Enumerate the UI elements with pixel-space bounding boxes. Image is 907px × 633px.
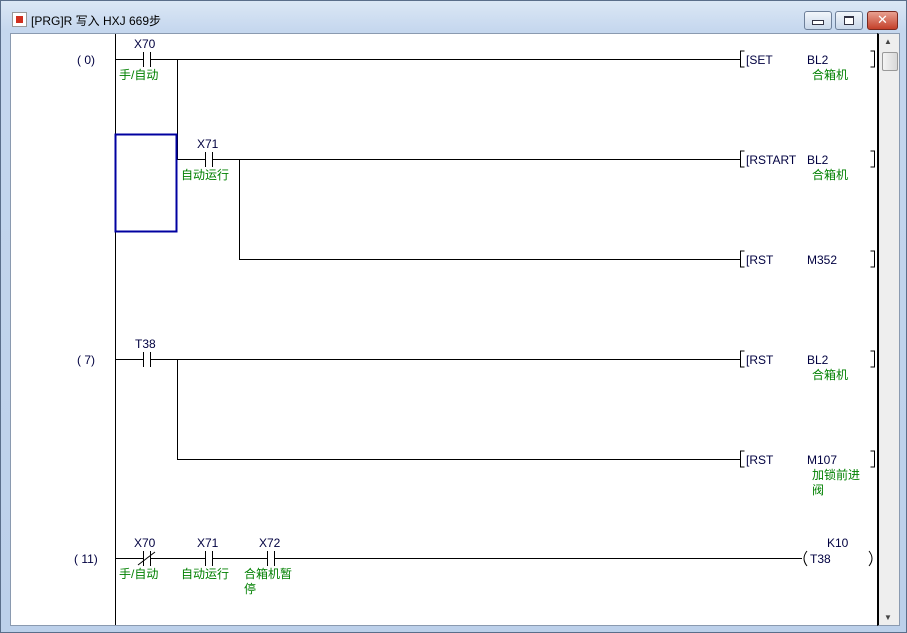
timer-setting[interactable]: K10 (827, 536, 849, 550)
output-operand[interactable]: BL2 (807, 53, 829, 67)
contact-comment: 自动运行 (181, 168, 230, 182)
output-operand[interactable]: M352 (807, 253, 838, 267)
step-number: ( 11) (74, 552, 98, 566)
contact-device[interactable]: T38 (135, 337, 156, 351)
output-comment: 合箱机 (812, 368, 849, 382)
step-number: ( 0) (77, 53, 95, 67)
ladder-program-icon (12, 12, 27, 27)
output-instruction[interactable]: [RSTART (746, 153, 797, 167)
scroll-up-icon[interactable]: ▲ (884, 37, 892, 46)
ladder-editor[interactable]: ( 0) X70 手/自动 [SET BL2 合箱机 X71 自动运行 [RST… (10, 33, 879, 626)
close-button[interactable]: ✕ (867, 11, 898, 30)
contact-device[interactable]: X71 (197, 137, 219, 151)
contact-comment: 手/自动 (119, 68, 159, 82)
contact-device[interactable]: X71 (197, 536, 219, 550)
output-instruction[interactable]: [RST (746, 353, 774, 367)
contact-comment: 自动运行 (181, 567, 230, 581)
vertical-scrollbar[interactable]: ▲ ▼ (877, 33, 900, 626)
output-instruction[interactable]: [SET (746, 53, 773, 67)
output-operand[interactable]: BL2 (807, 153, 829, 167)
maximize-button[interactable] (835, 11, 863, 30)
output-operand[interactable]: M107 (807, 453, 838, 467)
output-operand[interactable]: BL2 (807, 353, 829, 367)
coil-operand[interactable]: T38 (810, 552, 831, 566)
output-comment: 合箱机 (812, 68, 849, 82)
contact-device[interactable]: X72 (259, 536, 281, 550)
window-title: [PRG]R 写入 HXJ 669步 (31, 14, 162, 28)
step-number: ( 7) (77, 353, 95, 367)
output-instruction[interactable]: [RST (746, 453, 774, 467)
ladder-lines (114, 34, 875, 625)
output-instruction[interactable]: [RST (746, 253, 774, 267)
contact-device[interactable]: X70 (134, 37, 156, 51)
contact-device[interactable]: X70 (134, 536, 156, 550)
contact-comment: 合箱机暂停 (244, 567, 293, 596)
output-comment: 合箱机 (812, 168, 849, 182)
output-comment: 加锁前进阀 (812, 468, 861, 497)
contact-comment: 手/自动 (119, 567, 159, 581)
minimize-button[interactable] (804, 11, 832, 30)
scroll-down-icon[interactable]: ▼ (884, 613, 892, 622)
scroll-thumb[interactable] (882, 52, 898, 71)
